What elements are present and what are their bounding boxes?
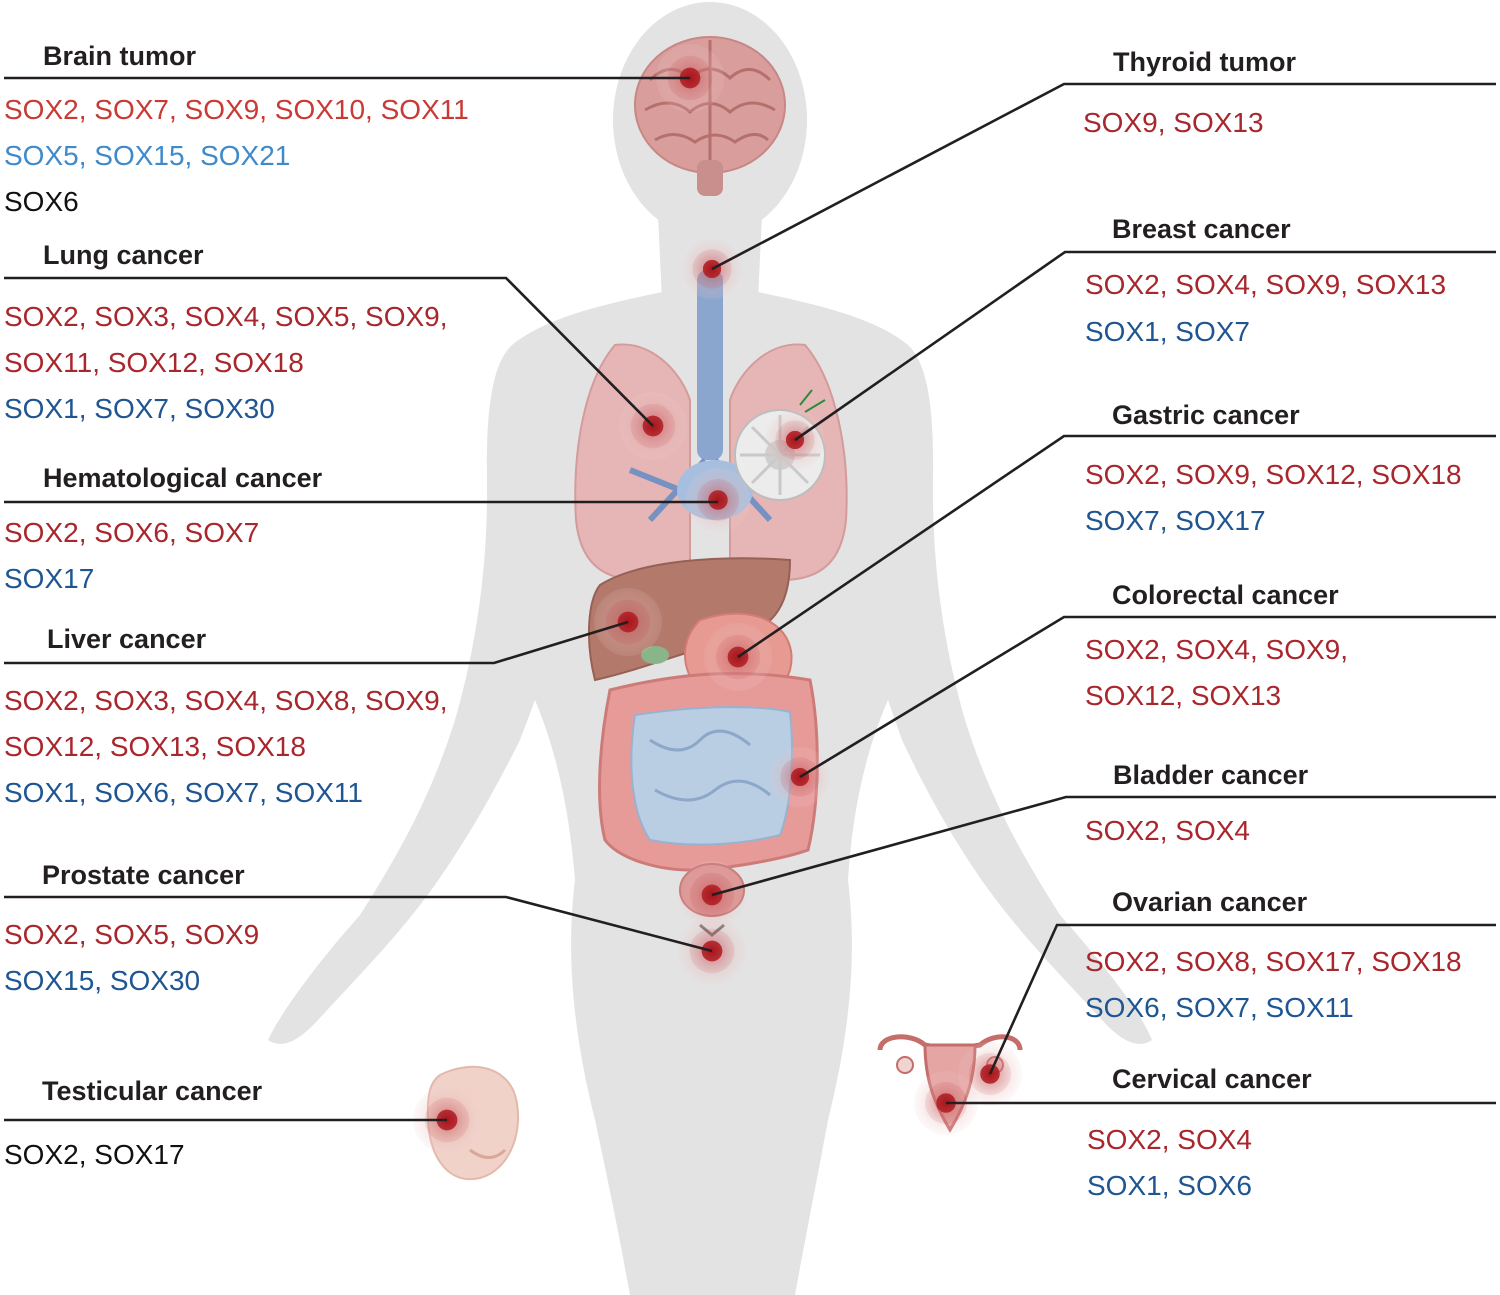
liver-upregulated-1: SOX2, SOX3, SOX4, SOX8, SOX9, [4, 685, 448, 716]
label-gastric-cancer: Gastric cancer [1112, 400, 1300, 430]
gastric-downregulated: SOX7, SOX17 [1085, 505, 1266, 536]
thyroid-upregulated: SOX9, SOX13 [1083, 107, 1264, 138]
brain-upregulated: SOX2, SOX7, SOX9, SOX10, SOX11 [4, 94, 469, 125]
lung-upregulated-2: SOX11, SOX12, SOX18 [4, 347, 304, 378]
breast-downregulated: SOX1, SOX7 [1085, 316, 1250, 347]
testicular-neutral: SOX2, SOX17 [4, 1139, 185, 1170]
label-bladder-cancer: Bladder cancer [1113, 760, 1309, 790]
leader-line-colorectal [799, 615, 1496, 779]
leader-line-ovarian [988, 923, 1496, 1075]
label-colorectal-cancer: Colorectal cancer [1112, 580, 1339, 610]
prostate-upregulated: SOX2, SOX5, SOX9 [4, 919, 260, 950]
tumor-marker-hematological [686, 468, 750, 532]
label-brain-tumor: Brain tumor [43, 41, 197, 71]
label-hematological-cancer: Hematological cancer [43, 463, 323, 493]
label-testicular-cancer: Testicular cancer [42, 1076, 263, 1106]
gastric-upregulated: SOX2, SOX9, SOX12, SOX18 [1085, 459, 1462, 490]
leader-line-breast [794, 250, 1496, 442]
cervical-downregulated: SOX1, SOX6 [1087, 1170, 1252, 1201]
liver-upregulated-2: SOX12, SOX13, SOX18 [4, 731, 306, 762]
cervical-upregulated: SOX2, SOX4 [1087, 1124, 1252, 1155]
liver-downregulated: SOX1, SOX6, SOX7, SOX11 [4, 777, 363, 808]
label-prostate-cancer: Prostate cancer [42, 860, 245, 890]
hematological-downregulated: SOX17 [4, 563, 95, 594]
lung-upregulated-1: SOX2, SOX3, SOX4, SOX5, SOX9, [4, 301, 448, 332]
leader-line-thyroid [711, 82, 1496, 271]
label-breast-cancer: Breast cancer [1112, 214, 1291, 244]
brain-downregulated: SOX5, SOX15, SOX21 [4, 140, 291, 171]
prostate-downregulated: SOX15, SOX30 [4, 965, 201, 996]
leader-line-gastric [737, 434, 1496, 659]
ovarian-downregulated: SOX6, SOX7, SOX11 [1085, 992, 1354, 1023]
leader-line-bladder [711, 795, 1496, 897]
hematological-upregulated: SOX2, SOX6, SOX7 [4, 517, 260, 548]
bladder-upregulated: SOX2, SOX4 [1085, 815, 1250, 846]
label-lung-cancer: Lung cancer [43, 240, 204, 270]
label-cervical-cancer: Cervical cancer [1112, 1064, 1312, 1094]
leader-line-prostate [4, 895, 713, 953]
colorectal-upregulated-2: SOX12, SOX13 [1085, 680, 1282, 711]
leader-line-lung [4, 276, 654, 427]
brain-neutral: SOX6 [4, 186, 79, 217]
label-ovarian-cancer: Ovarian cancer [1112, 887, 1308, 917]
label-thyroid-tumor: Thyroid tumor [1113, 47, 1296, 77]
lung-downregulated: SOX1, SOX7, SOX30 [4, 393, 275, 424]
colorectal-upregulated-1: SOX2, SOX4, SOX9, [1085, 634, 1349, 665]
leader-lines [4, 76, 1496, 1122]
breast-upregulated: SOX2, SOX4, SOX9, SOX13 [1085, 269, 1447, 300]
leader-line-liver [4, 620, 629, 665]
label-liver-cancer: Liver cancer [47, 624, 207, 654]
ovarian-upregulated: SOX2, SOX8, SOX17, SOX18 [1085, 946, 1462, 977]
